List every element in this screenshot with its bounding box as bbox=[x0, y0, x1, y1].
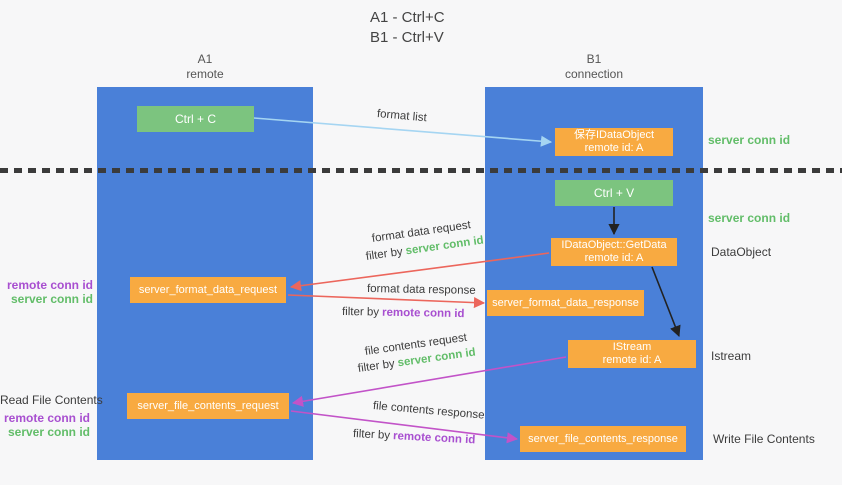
column-b1-role: connection bbox=[564, 67, 624, 81]
title-line-2: B1 - Ctrl+V bbox=[370, 29, 444, 46]
arrow-getdata-to-istream bbox=[651, 266, 681, 338]
getdata-box: IDataObject::GetData remote id: A bbox=[551, 238, 677, 266]
server-file-contents-response-label: server_file_contents_response bbox=[528, 432, 678, 445]
column-a1-name: A1 bbox=[197, 52, 213, 66]
server-conn-id-top-label: server conn id bbox=[708, 133, 791, 147]
left-conn-id-stack-1: remote conn id server conn id bbox=[0, 278, 93, 306]
column-a1-role: remote bbox=[186, 67, 224, 81]
server-format-data-response-label: server_format_data_response bbox=[492, 296, 639, 309]
server-file-contents-request-box: server_file_contents_request bbox=[127, 393, 289, 419]
istream-line2: remote id: A bbox=[602, 354, 662, 366]
getdata-line1: IDataObject::GetData bbox=[561, 239, 667, 251]
filter-by-text-4: filter by bbox=[352, 428, 391, 442]
getdata-line2: remote id: A bbox=[584, 252, 644, 264]
ctrl-v-label: Ctrl + V bbox=[593, 186, 635, 200]
arrow-format-data-response bbox=[287, 294, 486, 309]
arrow-file-contents-response bbox=[290, 410, 519, 444]
phase-divider-dotted-line bbox=[0, 168, 842, 173]
server-file-contents-response-box: server_file_contents_response bbox=[520, 426, 686, 452]
server-format-data-request-box: server_format_data_request bbox=[130, 277, 286, 303]
title-line-1: A1 - Ctrl+C bbox=[370, 9, 445, 26]
write-file-contents-label: Write File Contents bbox=[713, 432, 815, 446]
server-file-contents-request-label: server_file_contents_request bbox=[137, 399, 279, 412]
diagram-title: A1 - Ctrl+C B1 - Ctrl+V bbox=[370, 8, 445, 48]
save-dataobject-line2: remote id: A bbox=[584, 142, 644, 154]
column-b1-name: B1 bbox=[586, 52, 602, 66]
filter-key-remote-conn-2: remote conn id bbox=[381, 306, 465, 321]
ctrl-c-box: Ctrl + C bbox=[137, 106, 254, 132]
istream-side-label: Istream bbox=[711, 349, 752, 363]
server-conn-id-mid-label: server conn id bbox=[708, 211, 791, 225]
column-header-a1: A1 remote bbox=[97, 52, 313, 82]
istream-line1: IStream bbox=[612, 341, 652, 353]
save-dataobject-box: 保存IDataObject remote id: A bbox=[555, 128, 673, 156]
arrow-format-list bbox=[253, 117, 553, 147]
save-dataobject-line1: 保存IDataObject bbox=[573, 129, 655, 141]
read-file-contents-label: Read File Contents bbox=[0, 393, 103, 407]
remote-conn-id-label-1: remote conn id bbox=[6, 278, 93, 292]
istream-box: IStream remote id: A bbox=[568, 340, 696, 368]
ctrl-v-box: Ctrl + V bbox=[555, 180, 673, 206]
left-conn-id-stack-2: remote conn id server conn id bbox=[0, 411, 90, 439]
filter-by-text-2: filter by bbox=[341, 306, 380, 319]
column-header-b1: B1 connection bbox=[485, 52, 703, 82]
server-format-data-request-label: server_format_data_request bbox=[138, 283, 278, 296]
server-conn-id-label-2: server conn id bbox=[7, 425, 90, 439]
server-conn-id-label-1: server conn id bbox=[10, 292, 93, 306]
format-data-response-label: format data response bbox=[366, 283, 476, 297]
server-format-data-response-box: server_format_data_response bbox=[487, 290, 644, 316]
arrow-format-data-request bbox=[289, 252, 550, 292]
remote-conn-id-label-2: remote conn id bbox=[3, 411, 90, 425]
arrow-file-contents-request bbox=[291, 356, 567, 407]
ctrl-c-label: Ctrl + C bbox=[174, 112, 216, 126]
dataobject-label: DataObject bbox=[711, 245, 772, 259]
